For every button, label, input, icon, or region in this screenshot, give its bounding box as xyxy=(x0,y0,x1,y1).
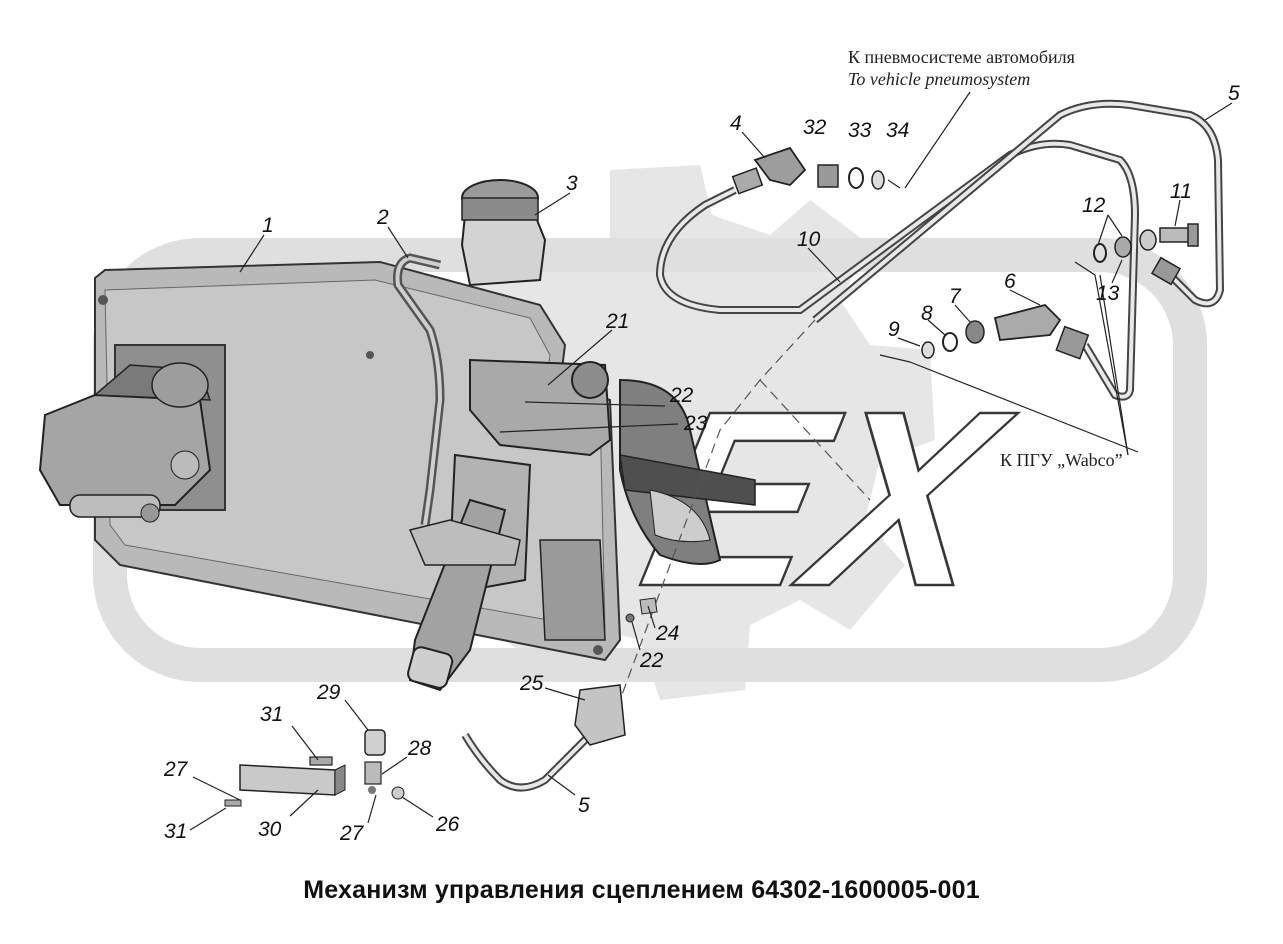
elbow-fitting-6 xyxy=(921,303,1090,360)
callout-8: 8 xyxy=(921,302,933,325)
diagram-caption: Механизм управления сцеплением 64302-160… xyxy=(303,876,980,904)
callout-24: 24 xyxy=(655,622,679,645)
callout-34: 34 xyxy=(886,119,909,142)
callout-13: 13 xyxy=(1096,282,1120,305)
note-wabco: К ПГУ „Wabco” xyxy=(1000,450,1123,470)
callout-25: 25 xyxy=(519,672,544,695)
reservoir-3 xyxy=(460,179,547,287)
callout-22-bottom: 22 xyxy=(639,649,664,672)
callout-7: 7 xyxy=(949,285,962,308)
screw-22 xyxy=(625,613,635,623)
callout-11: 11 xyxy=(1170,180,1192,203)
callout-9: 9 xyxy=(888,318,900,341)
callout-5-bottom: 5 xyxy=(578,794,590,817)
callout-27-left: 27 xyxy=(163,758,189,781)
callout-30: 30 xyxy=(258,818,282,841)
callout-labels: 1 2 3 4 32 33 34 5 10 12 11 13 6 7 8 9 2… xyxy=(163,82,1240,845)
callout-31-bottom: 31 xyxy=(164,820,187,843)
callout-10: 10 xyxy=(797,228,821,251)
leader-lines xyxy=(189,91,1233,831)
clamp-25 xyxy=(574,684,626,746)
valve-block xyxy=(38,344,226,523)
callout-33: 33 xyxy=(848,119,872,142)
callout-3: 3 xyxy=(566,172,578,195)
callout-12: 12 xyxy=(1082,194,1106,217)
callout-22-top: 22 xyxy=(669,384,694,407)
dashed-path xyxy=(599,319,816,726)
bolt-11 xyxy=(1093,223,1199,286)
callout-6: 6 xyxy=(1004,270,1016,293)
callout-28: 28 xyxy=(407,737,432,760)
bracket-assembly xyxy=(224,729,405,807)
note-pneumo-ru: К пневмосистеме автомобиля xyxy=(848,47,1075,67)
callout-23: 23 xyxy=(683,412,708,435)
note-pneumo-en: To vehicle pneumosystem xyxy=(848,69,1030,89)
callout-31-top: 31 xyxy=(260,703,283,726)
elbow-fitting-4 xyxy=(731,146,885,195)
callout-29: 29 xyxy=(316,681,341,704)
plate-bracket xyxy=(539,539,606,641)
callout-21: 21 xyxy=(605,310,629,333)
callout-1: 1 xyxy=(262,214,274,237)
callout-5-top: 5 xyxy=(1228,82,1240,105)
master-cylinder xyxy=(407,358,612,692)
callout-2: 2 xyxy=(376,206,389,229)
callout-4: 4 xyxy=(730,112,742,135)
callout-32: 32 xyxy=(803,116,827,139)
callout-26: 26 xyxy=(435,813,460,836)
callout-27-bottom: 27 xyxy=(339,822,365,845)
